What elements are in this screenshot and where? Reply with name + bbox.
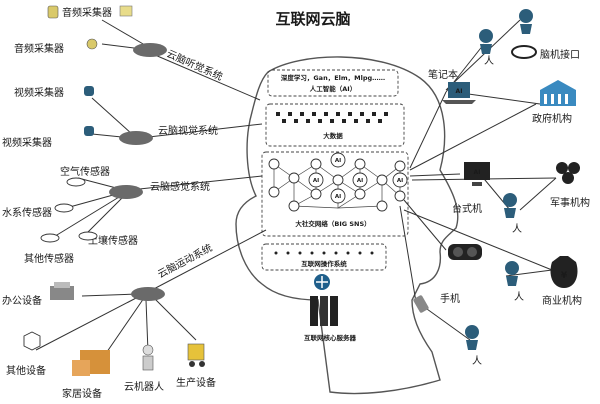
military-group-icon xyxy=(556,162,580,184)
person-icon xyxy=(479,29,493,54)
other-sensor-label: 其他传感器 xyxy=(24,252,74,265)
government-label: 政府机构 xyxy=(532,112,572,125)
bigdata-dots xyxy=(276,112,388,123)
person-label: 人 xyxy=(484,55,494,67)
office-device-label: 办公设备 xyxy=(2,294,42,307)
sensory-system-label: 云脑感觉系统 xyxy=(150,180,210,193)
audio-collector-label: 音频采集器 xyxy=(62,6,112,19)
brain-interface-label: 脑机接口 xyxy=(540,48,580,61)
ai-layer-box xyxy=(267,69,399,97)
microphone-icon xyxy=(86,38,98,50)
microphone-icon xyxy=(47,5,133,19)
military-label: 军事机构 xyxy=(550,196,590,209)
video-collector-label: 视频采集器 xyxy=(2,136,52,149)
core-server-icon xyxy=(310,274,338,326)
money-symbol: ¥ xyxy=(561,271,568,281)
government-building-icon xyxy=(540,80,576,106)
bigdata-label: 大数据 xyxy=(323,131,343,140)
sns-nodes xyxy=(268,158,406,212)
vr-headset-icon xyxy=(448,244,482,260)
visual-hub xyxy=(119,131,153,145)
money-bag-icon xyxy=(550,256,578,288)
phone-icon xyxy=(413,295,429,313)
bigdata-box xyxy=(265,103,405,147)
person-icon xyxy=(505,261,519,286)
person-label: 人 xyxy=(472,355,482,367)
ai-layer-line1: 深度学习，Gan，Elm，Mlpg…… xyxy=(281,73,385,82)
soil-sensor-label: 土壤传感器 xyxy=(88,234,138,247)
sns-ai-node-label: AI xyxy=(397,178,403,184)
motor-hub xyxy=(131,287,165,301)
robot-label: 云机器人 xyxy=(124,380,164,393)
sns-box xyxy=(261,151,409,237)
laptop-label: 笔记本 xyxy=(428,68,458,81)
sensor-node xyxy=(40,233,60,243)
sensor-node xyxy=(54,203,74,213)
sensory-hub xyxy=(109,185,143,199)
desktop-icon xyxy=(464,162,490,186)
visual-system-label: 云脑视觉系统 xyxy=(158,124,218,137)
sensor-node xyxy=(78,231,98,241)
robot-icon xyxy=(142,344,154,371)
person-icon xyxy=(519,9,533,34)
os-box xyxy=(261,243,387,271)
core-server-label: 互联网核心服务器 xyxy=(304,333,357,342)
person-label: 人 xyxy=(512,223,522,235)
head-outline xyxy=(235,56,459,395)
person-icon xyxy=(465,325,479,350)
video-collector-label: 视频采集器 xyxy=(14,86,64,99)
sns-label: 大社交网络（BIG SNS） xyxy=(295,219,370,228)
sensor-node xyxy=(66,177,86,187)
desktop-label: 台式机 xyxy=(452,202,482,215)
printer-icon xyxy=(50,282,74,300)
diagram-title: 互联网云脑 xyxy=(275,10,350,28)
water-sensor-label: 水系传感器 xyxy=(2,206,52,219)
left-connection-lines xyxy=(35,19,267,363)
home-device-label: 家居设备 xyxy=(62,387,102,400)
ai-layer-line2: 人工智能（AI） xyxy=(310,84,356,93)
sns-ai-node-label: AI xyxy=(357,178,363,184)
motor-system-label: 云脑运动系统 xyxy=(155,241,214,281)
laptop-icon xyxy=(442,82,476,104)
audio-collector-label: 音频采集器 xyxy=(14,42,64,55)
sns-ai-node-label: AI xyxy=(313,178,319,184)
desktop-ai-label: AI xyxy=(474,169,481,176)
hexagon-icon xyxy=(23,331,41,351)
other-device-label: 其他设备 xyxy=(6,364,46,377)
auditory-system-label: 云脑听觉系统 xyxy=(165,47,225,83)
os-label: 互联网操作系统 xyxy=(301,259,347,268)
camera-icon xyxy=(84,86,94,136)
production-device-label: 生产设备 xyxy=(176,376,216,389)
sns-ai-node-label: AI xyxy=(335,158,341,164)
business-label: 商业机构 xyxy=(542,294,582,307)
phone-label: 手机 xyxy=(440,292,460,305)
person-label: 人 xyxy=(514,291,524,303)
forklift-icon xyxy=(187,343,205,367)
air-sensor-label: 空气传感器 xyxy=(60,165,110,178)
sns-ai-nodes: AI AI AI AI AI xyxy=(308,152,408,204)
person-icon xyxy=(503,193,517,218)
os-dots xyxy=(274,251,374,255)
brain-interface-icon xyxy=(511,45,537,59)
auditory-hub xyxy=(133,43,167,57)
sns-ai-node-label: AI xyxy=(335,194,341,200)
laptop-ai-label: AI xyxy=(456,88,463,95)
home-device-icon xyxy=(72,350,110,376)
